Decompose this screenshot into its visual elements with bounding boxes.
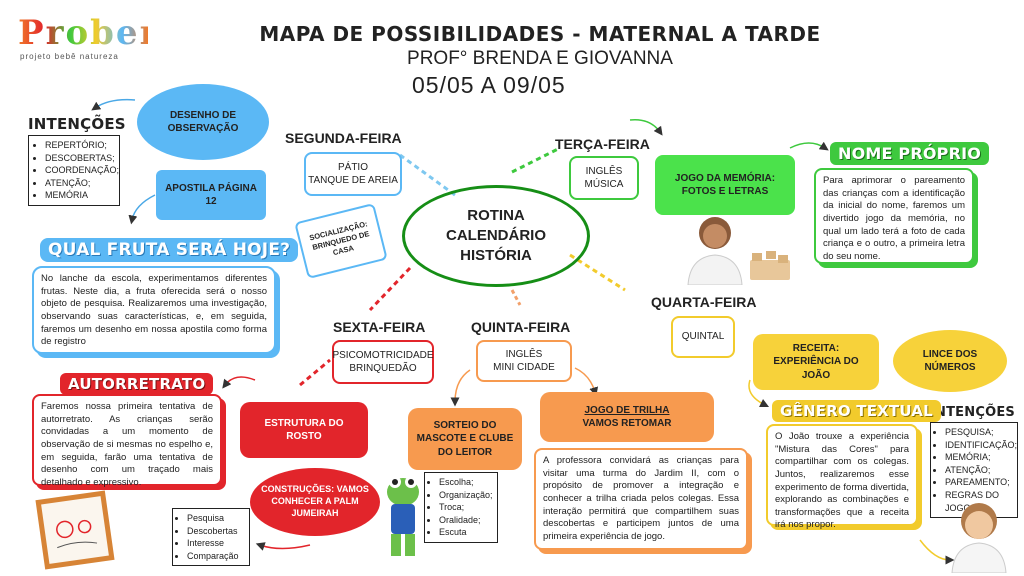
intencoes-right-item: MEMÓRIA; bbox=[945, 451, 1014, 464]
apostila-box: APOSTILA PÁGINA 12 bbox=[156, 170, 266, 220]
intencoes-left-item: ATENÇÃO; bbox=[45, 177, 115, 190]
intencoes-left-item: REPERTÓRIO; bbox=[45, 139, 115, 152]
trilha-text: A professora convidará as crianças para … bbox=[534, 448, 748, 550]
trilha-box: JOGO DE TRILHA VAMOS RETOMAR bbox=[540, 392, 714, 442]
desenho-observacao: DESENHO DE OBSERVAÇÃO bbox=[137, 84, 269, 160]
sexta-activities: PSICOMOTRICIDADE BRINQUEDÃO bbox=[332, 340, 434, 384]
logo-tagline: projeto bebê natureza bbox=[20, 52, 119, 61]
fruta-text: No lanche da escola, experimentamos dife… bbox=[32, 266, 276, 354]
jogo-memoria-box: JOGO DA MEMÓRIA: FOTOS E LETRAS bbox=[655, 155, 795, 215]
estrutura-rosto-box: ESTRUTURA DO ROSTO bbox=[240, 402, 368, 458]
construcoes-box: CONSTRUÇÕES: VAMOS CONHECER A PALM JUMEI… bbox=[250, 468, 380, 536]
quinta-title: QUINTA-FEIRA bbox=[471, 319, 571, 335]
page-title: MAPA DE POSSIBILIDADES - MATERNAL A TARD… bbox=[259, 22, 821, 46]
intencoes-right-item: IDENTIFICAÇÃO; bbox=[945, 439, 1017, 452]
pesquisa-list: PesquisaDescobertasInteresseComparação bbox=[172, 508, 250, 567]
intencoes-right-item: ATENÇÃO; bbox=[945, 464, 1014, 477]
fruta-title: QUAL FRUTA SERÁ HOJE? bbox=[40, 238, 299, 262]
frog-mascot bbox=[383, 470, 423, 560]
intencoes-right-list: PESQUISA;IDENTIFICAÇÃO;MEMÓRIA;ATENÇÃO;P… bbox=[930, 422, 1018, 519]
terca-activity-1: INGLÊS bbox=[585, 165, 623, 177]
intencoes-right-item: PAREAMENTO; bbox=[945, 476, 1014, 489]
intencoes-left-list: REPERTÓRIO;DESCOBERTAS;COORDENAÇÃO;ATENÇ… bbox=[28, 135, 120, 206]
autorretrato-text: Faremos nossa primeira tentativa de auto… bbox=[32, 394, 222, 488]
quinta-activity-1: INGLÊS bbox=[505, 348, 543, 360]
segunda-activity-1: PÁTIO bbox=[337, 161, 368, 173]
sexta-activity-2: BRINQUEDÃO bbox=[349, 363, 417, 374]
quarta-title: QUARTA-FEIRA bbox=[651, 294, 757, 310]
terca-activity-2: MÚSICA bbox=[584, 179, 624, 190]
intencoes-left-item: DESCOBERTAS; bbox=[45, 152, 115, 165]
intencoes-left-item: COORDENAÇÃO; bbox=[45, 164, 119, 177]
logo-wordmark: Proben bbox=[18, 13, 167, 53]
intencoes-right-title: INTENÇÕES bbox=[930, 405, 1015, 420]
quinta-activity-2: MINI CIDADE bbox=[493, 362, 555, 373]
segunda-activity-2: TANQUE DE AREIA bbox=[308, 175, 398, 186]
center-line-1: ROTINA bbox=[467, 207, 525, 224]
pesquisa-list-item: Comparação bbox=[187, 550, 246, 563]
genero-text: O João trouxe a experiência "Mistura das… bbox=[766, 424, 918, 530]
lince-numeros: LINCE DOS NÚMEROS bbox=[893, 330, 1007, 392]
sorteio-box: SORTEIO DO MASCOTE E CLUBE DO LEITOR bbox=[408, 408, 522, 470]
sorteio-list-item: Organização; bbox=[439, 489, 494, 502]
pesquisa-list-item: Descobertas bbox=[187, 525, 246, 538]
sorteio-list-item: Escolha; bbox=[439, 476, 494, 489]
photo-boy-portrait bbox=[948, 495, 1010, 574]
intencoes-right-item: REGRAS DO JOGO bbox=[945, 489, 1014, 514]
sorteio-list-item: Oralidade; bbox=[439, 514, 494, 527]
center-line-3: HISTÓRIA bbox=[460, 247, 532, 264]
sexta-activity-1: PSICOMOTRICIDADE bbox=[332, 349, 434, 361]
sexta-title: SEXTA-FEIRA bbox=[333, 319, 426, 335]
quinta-activities: INGLÊS MINI CIDADE bbox=[476, 340, 572, 382]
center-routine: ROTINA CALENDÁRIO HISTÓRIA bbox=[402, 185, 590, 287]
trilha-title-1: JOGO DE TRILHA bbox=[584, 404, 670, 416]
sorteio-list-item: Escuta bbox=[439, 526, 494, 539]
autorretrato-title: AUTORRETRATO bbox=[60, 373, 214, 395]
pesquisa-list-item: Pesquisa bbox=[187, 512, 246, 525]
genero-title: GÊNERO TEXTUAL bbox=[772, 400, 941, 422]
trilha-title-2: VAMOS RETOMAR bbox=[582, 418, 672, 429]
segunda-title: SEGUNDA-FEIRA bbox=[285, 130, 402, 146]
sorteio-list-item: Troca; bbox=[439, 501, 494, 514]
sorteio-list: Escolha;Organização;Troca;Oralidade;Escu… bbox=[424, 472, 498, 543]
photo-boy-memory-game bbox=[680, 205, 790, 286]
receita-box: RECEITA: EXPERIÊNCIA DO JOÃO bbox=[753, 334, 879, 390]
intencoes-right: INTENÇÕES PESQUISA;IDENTIFICAÇÃO;MEMÓRIA… bbox=[930, 405, 1018, 519]
quarta-activity-1: QUINTAL bbox=[671, 316, 735, 358]
terca-title: TERÇA-FEIRA bbox=[555, 136, 650, 152]
terca-activities: INGLÊS MÚSICA bbox=[569, 156, 639, 200]
intencoes-left-title: INTENÇÕES bbox=[28, 115, 126, 133]
intencoes-left: INTENÇÕES REPERTÓRIO;DESCOBERTAS;COORDEN… bbox=[28, 115, 126, 206]
nome-proprio-text: Para aprimorar o pareamento das crianças… bbox=[814, 168, 974, 264]
pesquisa-list-item: Interesse bbox=[187, 537, 246, 550]
nome-proprio-title: NOME PRÓPRIO bbox=[830, 142, 990, 165]
segunda-activities: PÁTIO TANQUE DE AREIA bbox=[304, 152, 402, 196]
intencoes-left-item: MEMÓRIA bbox=[45, 189, 115, 202]
page-dates: 05/05 A 09/05 bbox=[412, 72, 566, 98]
intencoes-right-item: PESQUISA; bbox=[945, 426, 1014, 439]
page-subtitle: PROF° BRENDA E GIOVANNA bbox=[407, 48, 673, 69]
logo: Proben projeto bebê natureza bbox=[18, 13, 167, 61]
center-line-2: CALENDÁRIO bbox=[446, 227, 546, 244]
photo-drawing bbox=[35, 490, 115, 570]
